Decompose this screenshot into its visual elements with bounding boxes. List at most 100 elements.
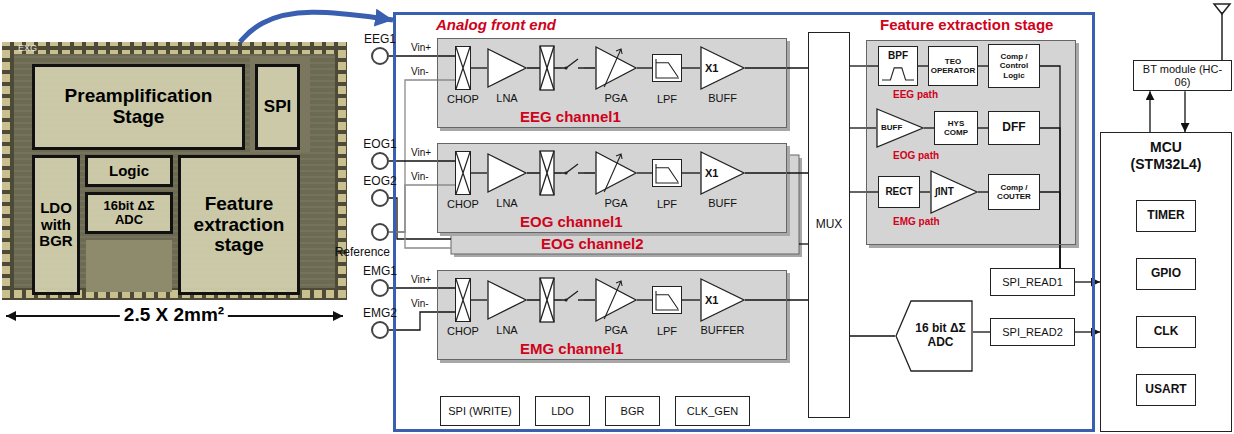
node-label: 16 bit ΔΣ ADC (911, 322, 970, 350)
signal-wire (1184, 91, 1185, 132)
node-label: BPF (879, 47, 917, 61)
function-block: TEO OPERATOR (928, 46, 978, 86)
node-label: X1 (705, 295, 718, 306)
node-label: SPI (264, 98, 291, 117)
signal-wire (471, 67, 487, 68)
low-pass-filter-shape (653, 55, 681, 81)
block-grounds (437, 38, 1079, 363)
signal-wire (745, 299, 808, 300)
die-region: Preamplification Stage (32, 64, 245, 150)
pin-label: Vin+ (411, 147, 431, 158)
die-texture (86, 240, 172, 292)
function-block: Comp / Control Logic (988, 44, 1040, 88)
pin-label: Vin- (411, 66, 429, 77)
chopper-symbol (540, 278, 554, 322)
signal-wire (527, 172, 595, 173)
amplifier-shape (595, 278, 637, 322)
node-label: HYS COMP (938, 119, 974, 137)
function-block: HYS COMP (934, 111, 978, 145)
chip-boundary: CHOPLNAPGALPFX1BUFFEEG channel1CHOPLNAPG… (393, 12, 1095, 432)
node-label: EMG channel1 (520, 340, 623, 357)
signal-wire (389, 80, 455, 232)
signal-wire (1149, 91, 1150, 132)
amplifier-triangle (931, 171, 977, 213)
input-electrode: EMG1 (371, 279, 389, 297)
chopper-cross (456, 279, 470, 321)
amplifier-shape (595, 151, 637, 195)
switch-pivot (564, 298, 567, 301)
low-pass-filter: LPF (652, 54, 682, 82)
lowpass-icon (656, 59, 679, 78)
signal-wire (850, 335, 895, 336)
signal-wire (850, 65, 878, 66)
lowpass-icon (656, 164, 679, 183)
signal-wire (682, 67, 700, 68)
node-label: EMG2 (363, 306, 397, 320)
dimension-label: 2.5 X 2mm² (120, 304, 228, 326)
die-region: LDO with BGR (32, 155, 80, 295)
adc-block: 16 bit ΔΣ ADC (895, 300, 973, 372)
signal-wire (637, 67, 652, 68)
node-label: EEG1 (364, 32, 396, 46)
signal-wire (745, 67, 808, 68)
node-label: 16bit ΔΣ ADC (90, 199, 168, 228)
chip-die: Preamplification StageSPILDO with BGRLog… (2, 42, 347, 300)
signal-wire (918, 65, 928, 66)
bandpass-icon (882, 68, 914, 80)
node-label: LNA (496, 324, 517, 336)
amplifier: LNA (487, 280, 527, 320)
amplifier: PGA (595, 278, 637, 322)
chopper: CHOP (455, 151, 471, 195)
input-electrode: EOG2 (371, 189, 389, 207)
gain-arrow (604, 281, 622, 319)
chopper-symbol (540, 46, 554, 90)
channel-ground (437, 143, 787, 233)
switch-pivot (564, 171, 567, 174)
node-label: CLK_GEN (687, 405, 738, 418)
signal-wire (389, 312, 455, 330)
node-label: EOG1 (363, 137, 396, 151)
channel-ground (437, 270, 787, 360)
signal-wire (471, 172, 487, 173)
signal-wire (1075, 331, 1100, 332)
amplifier-triangle (701, 152, 744, 194)
signal-wire (471, 299, 487, 300)
node-label: ∫INT (935, 187, 954, 197)
amplifier: BUFF (876, 108, 924, 148)
function-block: GPIO (1136, 258, 1196, 290)
function-block: RECT (878, 176, 920, 208)
low-pass-filter: LPF (652, 286, 682, 314)
signal-wire (389, 160, 455, 161)
node-label: PGA (604, 324, 627, 336)
chopper-shape (456, 152, 470, 194)
chopper-cross (540, 151, 554, 195)
node-label: EMG1 (363, 264, 397, 278)
function-block: CLK_GEN (675, 396, 750, 426)
chopper-cross (456, 47, 470, 89)
chopper-symbol (540, 46, 554, 322)
path-label: EMG path (893, 216, 940, 227)
adc-outline (896, 301, 972, 371)
signal-wire (1040, 66, 1060, 268)
mcu-block: TIMERGPIOCLKUSARTMCU (STM32L4) (1100, 132, 1232, 432)
antenna-symbol (1214, 4, 1230, 60)
pin-label: Vin- (411, 171, 429, 182)
node-label: LDO (551, 405, 574, 418)
node-label: LPF (657, 198, 677, 210)
switch-ground (562, 59, 584, 77)
amplifier-triangle (488, 49, 526, 87)
chip-photo (2, 42, 347, 300)
node-label: BUFFER (701, 324, 745, 336)
signal-wire (978, 65, 988, 66)
function-block: LDO (535, 396, 590, 426)
node-label: Comp / Control Logic (992, 52, 1036, 80)
signal-wire (389, 232, 451, 248)
node-label: CHOP (447, 325, 479, 337)
amplifier-shape (487, 280, 527, 320)
function-block: SPI (WRITE) (440, 396, 520, 426)
band-pass-filter: BPF (878, 46, 918, 86)
signal-wire (637, 172, 652, 173)
node-label: SPI_READ1 (1002, 276, 1063, 289)
node-label: TIMER (1147, 209, 1184, 223)
amplifier-triangle (596, 279, 636, 321)
